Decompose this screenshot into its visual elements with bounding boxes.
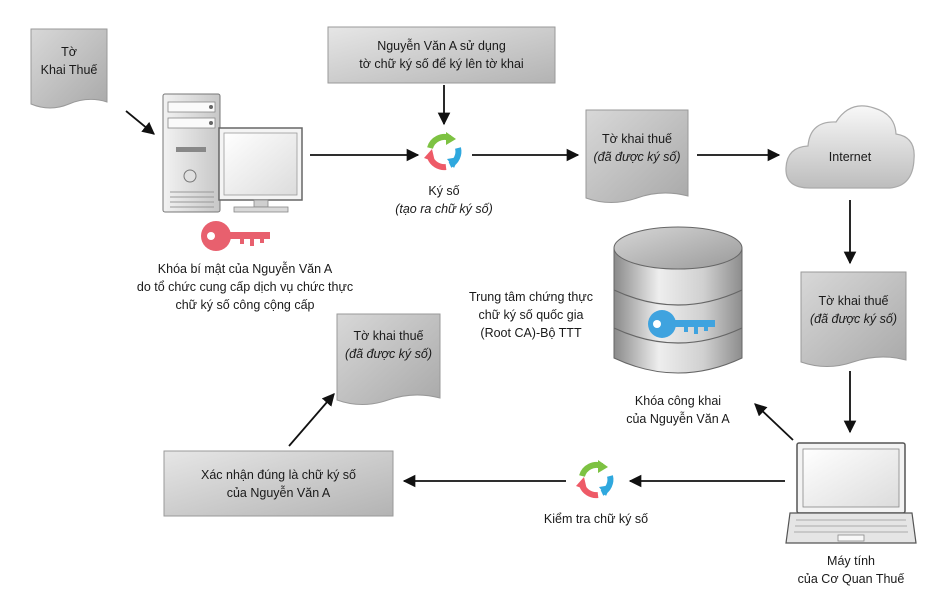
signed-form-mid-line2: (đã được ký số) xyxy=(344,347,433,361)
signed-form-right-label: Tờ khai thuế (đã được ký số) xyxy=(801,290,906,330)
public-key-label: Khóa công khai của Nguyễn Văn A xyxy=(608,390,748,430)
public-key-line1: Khóa công khai xyxy=(634,394,722,408)
confirm-line2: của Nguyễn Văn A xyxy=(226,485,331,500)
tax-office-laptop-label: Máy tính của Cơ Quan Thuế xyxy=(781,550,921,590)
signed-form-document-top xyxy=(585,109,689,203)
arrow-confirm-to-signed-form xyxy=(288,393,335,447)
tax-form-document xyxy=(30,28,108,109)
signed-form-top-label: Tờ khai thuế (đã được ký số) xyxy=(586,118,688,178)
root-ca-line2: chữ ký số quốc gia xyxy=(478,308,584,322)
signed-form-right-line1: Tờ khai thuế xyxy=(818,294,889,308)
signed-form-mid-line1: Tờ khai thuế xyxy=(353,329,424,343)
user-computer-icon xyxy=(162,93,303,213)
public-key-icon xyxy=(648,310,715,338)
verify-cycle-icon xyxy=(576,460,614,499)
signed-form-top-line1: Tờ khai thuế xyxy=(601,132,673,146)
tax-form-label: Tờ Khai Thuế xyxy=(31,33,107,89)
signed-form-document-mid xyxy=(336,313,441,405)
sign-instruction-label: Nguyễn Văn A sử dụng tờ chữ ký số để ký … xyxy=(328,27,555,83)
confirm-label: Xác nhận đúng là chữ ký số của Nguyễn Vă… xyxy=(164,451,393,516)
confirm-line1: Xác nhận đúng là chữ ký số xyxy=(201,467,356,482)
sign-step-subtitle: (tạo ra chữ ký số) xyxy=(395,202,493,216)
sign-step-title: Ký số xyxy=(428,184,460,198)
private-key-label: Khóa bí mật của Nguyễn Văn A do tổ chức … xyxy=(100,258,390,316)
arrow-form-to-computer xyxy=(125,110,155,135)
root-ca-line3: (Root CA)-Bộ TTT xyxy=(480,326,582,340)
internet-cloud-icon xyxy=(785,105,915,189)
root-ca-line1: Trung tâm chứng thực xyxy=(469,290,593,304)
tax-office-laptop-icon xyxy=(785,442,917,544)
tax-office-line2: của Cơ Quan Thuế xyxy=(797,572,905,586)
sign-instruction-box xyxy=(327,26,556,84)
sign-cycle-icon xyxy=(424,132,462,171)
signed-form-mid-label: Tờ khai thuế (đã được ký số) xyxy=(337,325,440,365)
internet-label: Internet xyxy=(786,146,914,168)
root-ca-label: Trung tâm chứng thực chữ ký số quốc gia … xyxy=(455,286,607,344)
internet-text: Internet xyxy=(828,150,872,164)
sign-instruction-line2: tờ chữ ký số để ký lên tờ khai xyxy=(359,57,524,71)
root-ca-database-icon xyxy=(613,226,743,374)
sign-step-label: Ký số (tạo ra chữ ký số) xyxy=(374,180,514,220)
private-key-line3: chữ ký số công cộng cấp xyxy=(175,298,315,312)
sign-instruction-line1: Nguyễn Văn A sử dụng xyxy=(377,39,506,53)
tax-form-line1: Tờ xyxy=(61,45,77,59)
private-key-icon xyxy=(201,221,270,251)
signed-form-right-line2: (đã được ký số) xyxy=(809,312,898,326)
tax-form-line2: Khai Thuế xyxy=(40,63,98,77)
arrow-laptop-to-database xyxy=(754,403,794,441)
verify-step-label: Kiểm tra chữ ký số xyxy=(526,508,666,530)
tax-office-line1: Máy tính xyxy=(827,554,875,568)
public-key-line2: của Nguyễn Văn A xyxy=(626,412,730,426)
signed-form-top-line2: (đã được ký số) xyxy=(593,150,681,164)
signed-form-document-right xyxy=(800,271,907,367)
verify-step-text: Kiểm tra chữ ký số xyxy=(543,512,649,526)
private-key-line2: do tổ chức cung cấp dịch vụ chức thực xyxy=(136,280,354,294)
private-key-line1: Khóa bí mật của Nguyễn Văn A xyxy=(157,262,333,276)
confirm-box xyxy=(163,450,394,517)
